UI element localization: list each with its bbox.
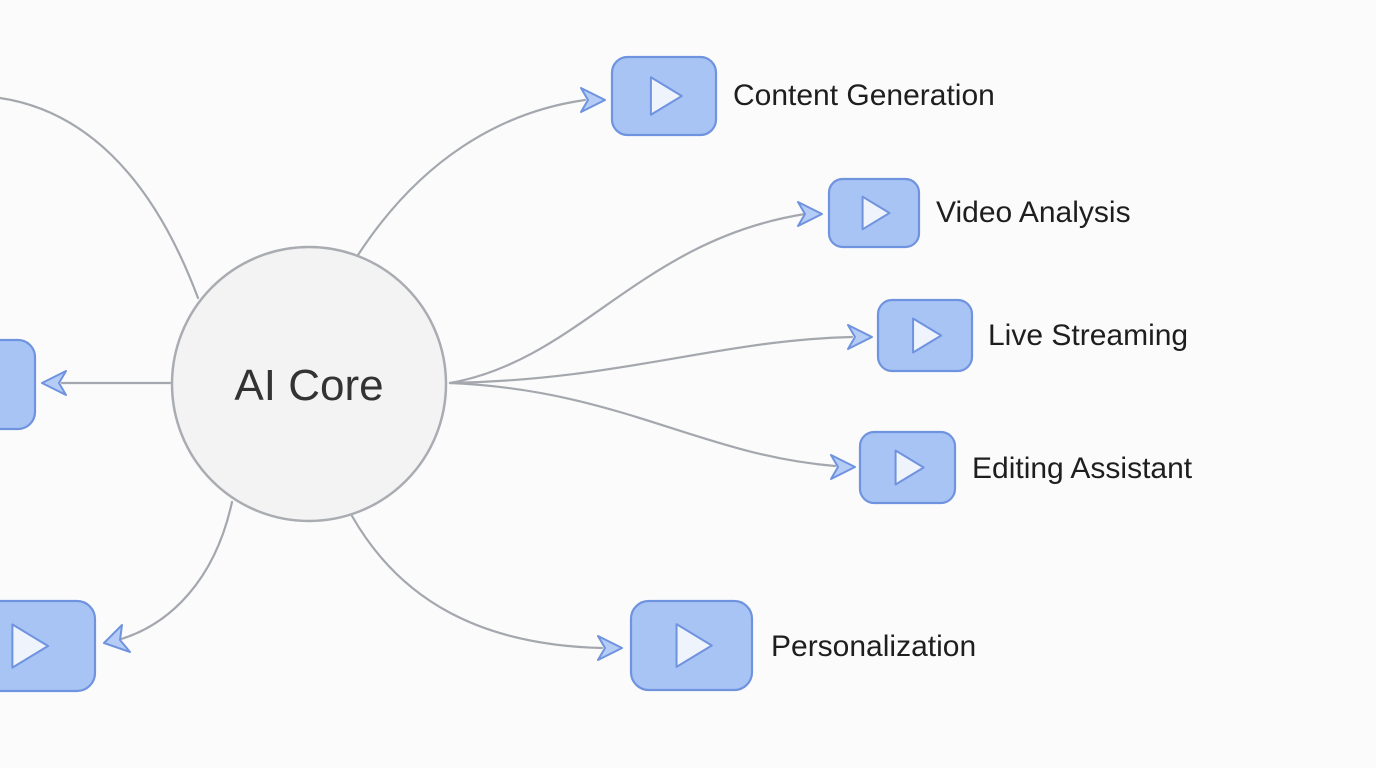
- play-button-icon: [610, 55, 718, 137]
- play-button-icon: [858, 430, 957, 505]
- connector-left-bottom: [116, 500, 234, 642]
- play-button-icon: [827, 177, 921, 249]
- play-button-icon: [0, 599, 97, 693]
- play-triangle: [649, 76, 683, 116]
- connector-editing-assistant: [448, 381, 837, 468]
- arrowhead-content-generation: [580, 87, 606, 113]
- arrowhead-live-streaming: [847, 324, 873, 350]
- connectors: [0, 96, 854, 650]
- label-video-analysis: Video Analysis: [936, 196, 1131, 229]
- connector-top-left-offscreen: [0, 96, 200, 300]
- play-triangle: [11, 623, 50, 669]
- connector-video-analysis: [448, 212, 807, 385]
- label-editing-assistant: Editing Assistant: [972, 452, 1193, 485]
- node-labels: Content Generation Video Analysis Live S…: [733, 79, 1193, 663]
- connector-personalization: [350, 514, 604, 650]
- play-button-icon: [629, 599, 754, 692]
- play-triangle: [861, 195, 891, 231]
- core-circle: [170, 245, 448, 523]
- arrowhead-editing-assistant: [830, 454, 856, 480]
- core-node: AI Core: [170, 245, 448, 523]
- play-button-icon: [876, 298, 974, 373]
- arrowheads: [41, 87, 873, 661]
- arrowhead-personalization: [597, 635, 623, 661]
- play-button-icon: [0, 338, 37, 431]
- label-personalization: Personalization: [771, 630, 976, 663]
- arrowhead-video-analysis: [797, 201, 823, 227]
- label-content-generation: Content Generation: [733, 79, 995, 112]
- arrowhead-left-bottom: [103, 624, 131, 653]
- core-label: AI Core: [234, 361, 383, 410]
- play-button-body: [0, 338, 37, 431]
- label-live-streaming: Live Streaming: [988, 319, 1188, 352]
- play-triangle: [675, 623, 713, 668]
- node-icons: [0, 55, 974, 693]
- connector-live-streaming: [448, 335, 854, 385]
- arrowhead-left-middle: [41, 370, 67, 396]
- play-triangle: [912, 317, 943, 354]
- play-triangle: [894, 449, 925, 486]
- connector-content-generation: [356, 98, 587, 257]
